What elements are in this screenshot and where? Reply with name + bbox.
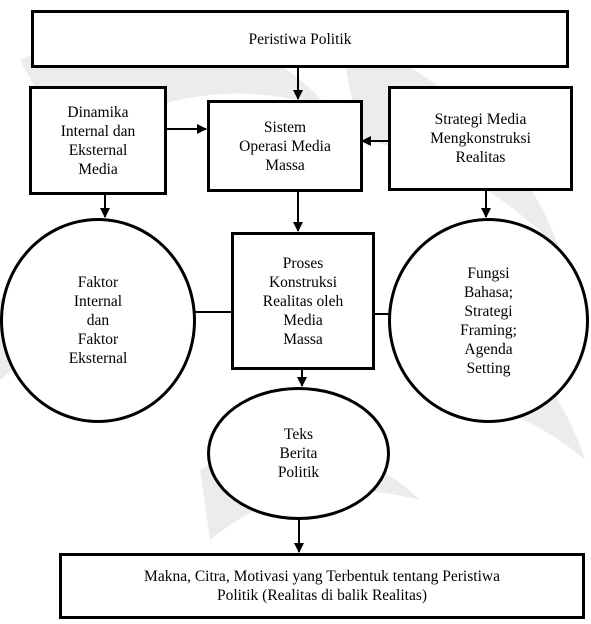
faktor-label: Faktor Internal dan Faktor Eksternal (68, 274, 128, 367)
peristiwa-politik-box: Peristiwa Politik (31, 10, 569, 68)
strategi-media-label: Strategi Media Mengkonstruksi Realitas (430, 111, 531, 166)
peristiwa-politik-label: Peristiwa Politik (248, 30, 352, 48)
teks-berita-oval: Teks Berita Politik (207, 387, 390, 520)
makna-citra-box: Makna, Citra, Motivasi yang Terbentuk te… (59, 553, 585, 619)
sistem-operasi-label: Sistem Operasi Media Massa (239, 118, 331, 174)
dinamika-media-label: Dinamika Internal dan Eksternal Media (60, 103, 136, 178)
proses-konstruksi-box: Proses Konstruksi Realitas oleh Media Ma… (231, 232, 375, 370)
dinamika-media-box: Dinamika Internal dan Eksternal Media (29, 86, 167, 195)
sistem-operasi-box: Sistem Operasi Media Massa (207, 100, 363, 192)
makna-citra-label: Makna, Citra, Motivasi yang Terbentuk te… (144, 568, 500, 604)
proses-konstruksi-label: Proses Konstruksi Realitas oleh Media Ma… (262, 254, 344, 348)
fungsi-bahasa-oval: Fungsi Bahasa; Strategi Framing; Agenda … (388, 218, 589, 423)
fungsi-bahasa-label: Fungsi Bahasa; Strategi Framing; Agenda … (460, 264, 517, 377)
strategi-media-box: Strategi Media Mengkonstruksi Realitas (388, 86, 573, 191)
teks-berita-label: Teks Berita Politik (277, 426, 320, 481)
faktor-oval: Faktor Internal dan Faktor Eksternal (0, 218, 196, 423)
